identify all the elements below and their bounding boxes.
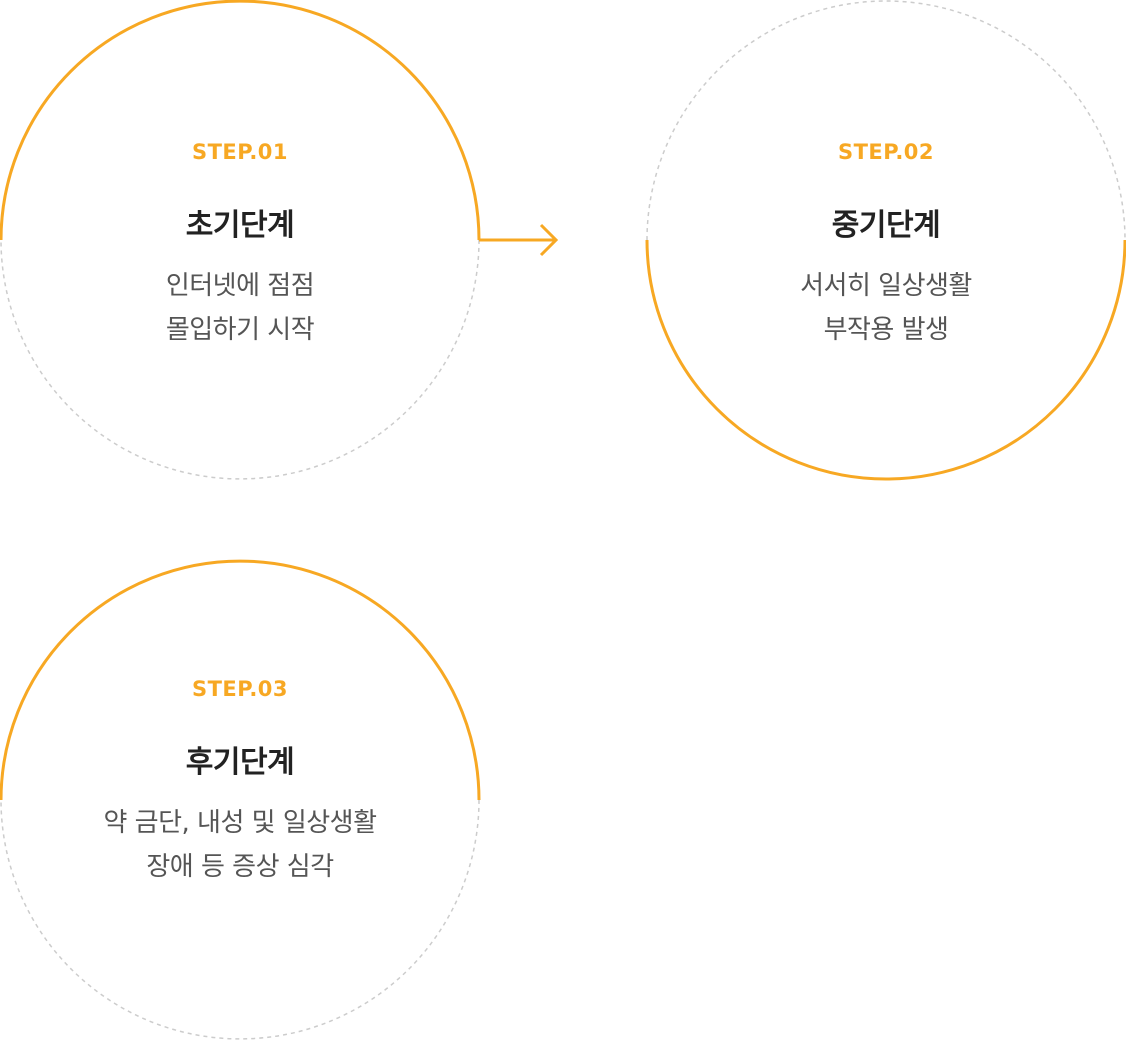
step-description: 서서히 일상생활 부작용 발생: [646, 264, 1126, 352]
step-description: 약 금단, 내성 및 일상생활 장애 등 증상 심각: [0, 801, 480, 889]
step-title: 초기단계: [185, 208, 295, 243]
step3-circle-bottom-arc: [0, 799, 480, 1040]
step1-circle-top-arc: [0, 0, 481, 241]
step-2: STEP.02 중기단계 서서히 일상생활 부작용 발생: [646, 140, 1126, 352]
step-description-line: 부작용 발생: [823, 315, 949, 345]
step-description-line: 약 금단, 내성 및 일상생활: [103, 808, 377, 838]
step-label: STEP.02: [837, 140, 935, 164]
step-description-line: 장애 등 증상 심각: [146, 852, 334, 882]
step2-circle-bottom-arc: [645, 239, 1126, 481]
step-title: 후기단계: [185, 745, 295, 780]
step1-circle-bottom-arc: [0, 239, 480, 480]
step-description-line: 서서히 일상생활: [800, 271, 972, 301]
step-3: STEP.03 후기단계 약 금단, 내성 및 일상생활 장애 등 증상 심각: [0, 677, 480, 889]
step-label: STEP.03: [191, 677, 289, 701]
step-title: 중기단계: [831, 208, 941, 243]
step2-circle-top-arc: [646, 0, 1126, 241]
step-description: 인터넷에 점점 몰입하기 시작: [0, 264, 480, 352]
step-1: STEP.01 초기단계 인터넷에 점점 몰입하기 시작: [0, 140, 480, 352]
step3-circle-top-arc: [0, 559, 481, 801]
step-description-line: 인터넷에 점점: [165, 271, 315, 301]
step-label: STEP.01: [191, 140, 289, 164]
arrow-right-icon: [479, 223, 559, 257]
step-description-line: 몰입하기 시작: [165, 315, 315, 345]
